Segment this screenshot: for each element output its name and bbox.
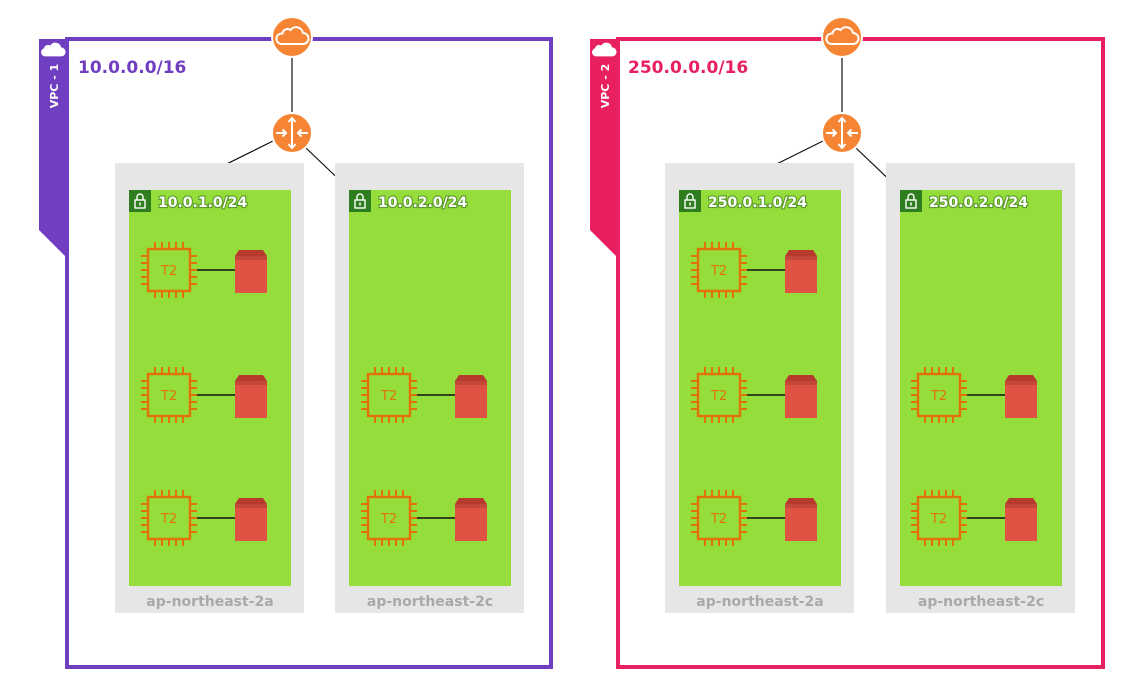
ebs-volume-icon[interactable] (455, 375, 487, 418)
ebs-volume-icon[interactable] (235, 498, 267, 541)
router[interactable] (271, 112, 313, 154)
ec2-instance-chip-icon[interactable]: T2 (689, 488, 749, 548)
instance-type: T2 (160, 389, 177, 404)
instance-type: T2 (380, 512, 397, 527)
subnet[interactable]: 10.0.2.0/24 T2 T2 (348, 189, 511, 586)
az-label: ap-northeast-2a (146, 594, 273, 610)
instance-row: T2 (689, 365, 817, 425)
ebs-volume-icon[interactable] (235, 375, 267, 418)
vpc-1: VPC - 1 10.0.0.0/16 ap-northeast-2a 10.0… (39, 16, 553, 669)
instance-row: T2 (139, 365, 267, 425)
az-label: ap-northeast-2a (696, 594, 823, 610)
az-label: ap-northeast-2c (367, 594, 493, 610)
availability-zone: ap-northeast-2c 10.0.2.0/24 T2 T2 (335, 163, 524, 613)
padlock-icon (678, 189, 702, 213)
vpc-1-tab-label: VPC - 1 (48, 64, 61, 109)
instance-type: T2 (930, 389, 947, 404)
internet-gateway[interactable] (271, 16, 313, 58)
ebs-volume-icon[interactable] (785, 375, 817, 418)
instance-row: T2 (359, 365, 487, 425)
instance-row: T2 (139, 488, 267, 548)
vpc-2-tab (590, 39, 618, 258)
instance-type: T2 (160, 264, 177, 279)
vpc-2: VPC - 2 250.0.0.0/16 ap-northeast-2a 250… (590, 16, 1105, 669)
availability-zone: ap-northeast-2c 250.0.2.0/24 T2 T2 (886, 163, 1075, 613)
instance-row: T2 (139, 240, 267, 300)
subnet[interactable]: 250.0.1.0/24 T2 T2 T2 (678, 189, 841, 586)
vpc-2-tab-label: VPC - 2 (599, 64, 612, 109)
availability-zone: ap-northeast-2a 250.0.1.0/24 T2 T2 T (665, 163, 854, 613)
ec2-instance-chip-icon[interactable]: T2 (359, 488, 419, 548)
internet-gateway[interactable] (821, 16, 863, 58)
instance-type: T2 (380, 389, 397, 404)
ec2-instance-chip-icon[interactable]: T2 (359, 365, 419, 425)
cloud-icon (592, 42, 617, 57)
subnet[interactable]: 10.0.1.0/24 T2 T2 T2 (128, 189, 291, 586)
ec2-instance-chip-icon[interactable]: T2 (689, 365, 749, 425)
ebs-volume-icon[interactable] (785, 498, 817, 541)
padlock-icon (128, 189, 152, 213)
subnet-cidr: 10.0.1.0/24 (158, 195, 248, 211)
ebs-volume-icon[interactable] (455, 498, 487, 541)
subnet-cidr: 250.0.2.0/24 (929, 195, 1028, 211)
instance-row: T2 (689, 240, 817, 300)
instance-row: T2 (359, 488, 487, 548)
ebs-volume-icon[interactable] (785, 250, 817, 293)
availability-zone: ap-northeast-2a 10.0.1.0/24 T2 T2 T2 (115, 163, 304, 613)
instance-type: T2 (710, 512, 727, 527)
instance-row: T2 (909, 365, 1037, 425)
ec2-instance-chip-icon[interactable]: T2 (139, 488, 199, 548)
vpc-1-cidr: 10.0.0.0/16 (78, 58, 186, 78)
instance-type: T2 (710, 389, 727, 404)
subnet-cidr: 250.0.1.0/24 (708, 195, 807, 211)
ebs-volume-icon[interactable] (235, 250, 267, 293)
ec2-instance-chip-icon[interactable]: T2 (139, 365, 199, 425)
instance-type: T2 (930, 512, 947, 527)
ec2-instance-chip-icon[interactable]: T2 (909, 488, 969, 548)
router[interactable] (821, 112, 863, 154)
instance-row: T2 (689, 488, 817, 548)
ebs-volume-icon[interactable] (1005, 498, 1037, 541)
instance-type: T2 (160, 512, 177, 527)
padlock-icon (899, 189, 923, 213)
subnet[interactable]: 250.0.2.0/24 T2 T2 (899, 189, 1062, 586)
cloud-icon (41, 42, 66, 57)
ec2-instance-chip-icon[interactable]: T2 (139, 240, 199, 300)
subnet-cidr: 10.0.2.0/24 (378, 195, 468, 211)
padlock-icon (348, 189, 372, 213)
instance-row: T2 (909, 488, 1037, 548)
az-label: ap-northeast-2c (918, 594, 1044, 610)
instance-type: T2 (710, 264, 727, 279)
ec2-instance-chip-icon[interactable]: T2 (909, 365, 969, 425)
ec2-instance-chip-icon[interactable]: T2 (689, 240, 749, 300)
ebs-volume-icon[interactable] (1005, 375, 1037, 418)
vpc-1-tab (39, 39, 67, 258)
vpc-2-cidr: 250.0.0.0/16 (628, 58, 748, 78)
